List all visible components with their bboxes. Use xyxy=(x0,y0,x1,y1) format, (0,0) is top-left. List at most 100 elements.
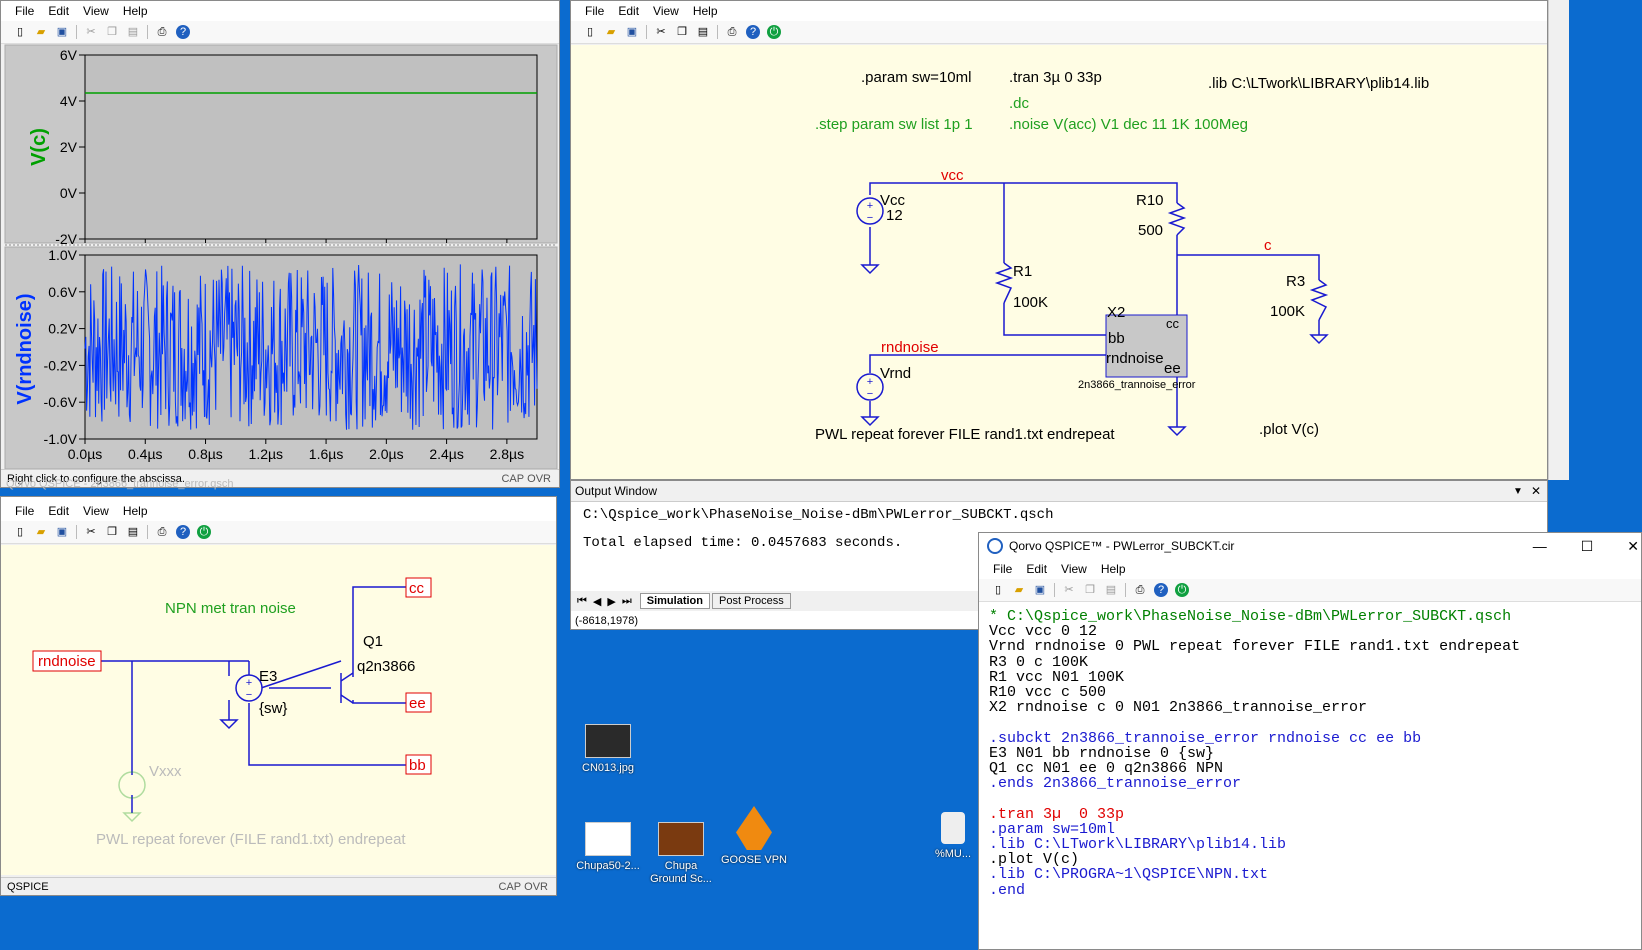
open-icon[interactable]: ▰ xyxy=(36,526,46,538)
print-icon[interactable]: ⎙ xyxy=(727,26,737,38)
q1-transistor-symbol[interactable] xyxy=(340,672,354,704)
vrnd-source-symbol[interactable]: + − xyxy=(856,373,884,401)
minimize-icon[interactable]: — xyxy=(1532,538,1547,554)
vcc-source-symbol[interactable]: + − xyxy=(856,197,884,225)
maximize-icon[interactable]: ☐ xyxy=(1580,537,1594,554)
open-icon[interactable]: ▰ xyxy=(36,26,46,38)
save-icon[interactable]: ▣ xyxy=(626,26,638,38)
print-icon[interactable]: ⎙ xyxy=(157,526,167,538)
run-icon[interactable]: ⏻ xyxy=(767,25,781,39)
r1-name: R1 xyxy=(1013,263,1032,280)
param-directive[interactable]: .param sw=10ml xyxy=(861,69,971,86)
step-directive[interactable]: .step param sw list 1p 1 xyxy=(815,116,973,133)
desktop-icon-cn013[interactable]: CN013.jpg xyxy=(572,724,644,775)
desktop-icon-chupa50[interactable]: Chupa50-2... xyxy=(572,822,644,873)
r1-value: 100K xyxy=(1013,294,1048,311)
bottom-ylabel[interactable]: V(rndnoise) xyxy=(14,293,36,404)
copy-icon[interactable]: ❐ xyxy=(107,526,117,538)
paste-icon[interactable]: ▤ xyxy=(127,526,139,538)
port-bb[interactable] xyxy=(405,754,432,775)
port-rndnoise[interactable] xyxy=(32,650,102,672)
help-icon[interactable]: ? xyxy=(176,25,190,39)
desktop-icon-goose-vpn[interactable]: GOOSE VPN xyxy=(718,806,790,867)
menu-view[interactable]: View xyxy=(1061,562,1087,576)
top-ylabel[interactable]: V(c) xyxy=(28,128,50,166)
menu-view[interactable]: View xyxy=(83,4,109,18)
menu-help[interactable]: Help xyxy=(1100,562,1126,576)
save-icon[interactable]: ▣ xyxy=(1034,584,1046,596)
menu-edit[interactable]: Edit xyxy=(1026,562,1048,576)
x2-subcircuit-block[interactable] xyxy=(1105,314,1188,378)
subckt-canvas[interactable]: NPN met tran noise + − xyxy=(1,545,556,875)
close-icon[interactable]: ✕ xyxy=(1530,484,1541,498)
rndnoise-net-label[interactable]: rndnoise xyxy=(881,339,939,356)
nav-next-icon[interactable]: ▶ xyxy=(607,595,616,608)
new-icon[interactable]: ▯ xyxy=(586,26,594,38)
copy-icon[interactable]: ❐ xyxy=(1085,584,1095,596)
nav-last-icon[interactable]: ⏭ xyxy=(621,594,632,607)
pwl-value[interactable]: PWL repeat forever FILE rand1.txt endrep… xyxy=(815,426,1115,443)
open-icon[interactable]: ▰ xyxy=(1014,584,1024,596)
desktop-icon-mu[interactable]: %MU... xyxy=(930,812,976,861)
save-icon[interactable]: ▣ xyxy=(56,526,68,538)
port-cc[interactable] xyxy=(405,577,432,598)
schematic-scrollbar[interactable] xyxy=(1548,0,1569,480)
copy-icon[interactable]: ❐ xyxy=(677,26,687,38)
run-icon[interactable]: ⏻ xyxy=(1175,583,1189,597)
paste-icon[interactable]: ▤ xyxy=(697,26,709,38)
desktop-icon-chupa-ground[interactable]: Chupa Ground Sc... xyxy=(645,822,717,886)
new-icon[interactable]: ▯ xyxy=(16,26,24,38)
nav-prev-icon[interactable]: ◀ xyxy=(592,595,602,608)
cut-icon[interactable]: ✂ xyxy=(656,26,666,38)
save-icon[interactable]: ▣ xyxy=(56,26,68,38)
print-icon[interactable]: ⎙ xyxy=(157,26,167,38)
vxxx-source-symbol[interactable] xyxy=(118,771,146,823)
dc-directive[interactable]: .dc xyxy=(1009,95,1030,112)
menu-help[interactable]: Help xyxy=(692,4,718,18)
e3-source-symbol[interactable]: + − xyxy=(235,674,263,702)
tab-simulation[interactable]: Simulation xyxy=(639,593,710,609)
menu-help[interactable]: Help xyxy=(122,4,148,18)
new-icon[interactable]: ▯ xyxy=(994,584,1002,596)
menu-edit[interactable]: Edit xyxy=(48,504,70,518)
vcc-net-label[interactable]: vcc xyxy=(941,167,964,184)
lib-directive[interactable]: .lib C:\LTwork\LIBRARY\plib14.lib xyxy=(1208,75,1429,92)
tran-directive[interactable]: .tran 3µ 0 33p xyxy=(1009,69,1102,86)
menu-file[interactable]: File xyxy=(15,504,35,518)
menu-file[interactable]: File xyxy=(585,4,605,18)
cut-icon[interactable]: ✂ xyxy=(1064,584,1074,596)
noise-directive[interactable]: .noise V(acc) V1 dec 11 1K 100Meg xyxy=(1009,116,1248,133)
print-icon[interactable]: ⎙ xyxy=(1135,584,1145,596)
menu-edit[interactable]: Edit xyxy=(618,4,640,18)
vcc-name: Vcc xyxy=(880,192,906,209)
paste-icon[interactable]: ▤ xyxy=(1105,584,1117,596)
image-thumbnail-icon xyxy=(658,822,704,856)
netlist-editor[interactable]: * C:\Qspice_work\PhaseNoise_Noise-dBm\PW… xyxy=(989,609,1637,898)
help-icon[interactable]: ? xyxy=(746,25,760,39)
paste-icon[interactable]: ▤ xyxy=(127,26,139,38)
menu-edit[interactable]: Edit xyxy=(48,4,70,18)
copy-icon[interactable]: ❐ xyxy=(107,26,117,38)
help-icon[interactable]: ? xyxy=(1154,583,1168,597)
port-ee[interactable] xyxy=(405,692,432,713)
close-icon[interactable]: ✕ xyxy=(1627,537,1639,554)
schematic-canvas[interactable]: .param sw=10ml .tran 3µ 0 33p .lib C:\LT… xyxy=(571,45,1548,479)
menu-view[interactable]: View xyxy=(83,504,109,518)
new-icon[interactable]: ▯ xyxy=(16,526,24,538)
tab-post-process[interactable]: Post Process xyxy=(711,593,791,609)
nav-first-icon[interactable]: ⏮ xyxy=(577,594,587,607)
open-icon[interactable]: ▰ xyxy=(606,26,616,38)
cut-icon[interactable]: ✂ xyxy=(86,526,96,538)
menu-file[interactable]: File xyxy=(15,4,35,18)
dropdown-icon[interactable]: ▼ xyxy=(1513,485,1523,497)
run-icon[interactable]: ⏻ xyxy=(197,525,211,539)
subckt-title[interactable]: NPN met tran noise xyxy=(165,600,296,617)
help-icon[interactable]: ? xyxy=(176,525,190,539)
menu-help[interactable]: Help xyxy=(122,504,148,518)
menu-file[interactable]: File xyxy=(993,562,1013,576)
plot-directive[interactable]: .plot V(c) xyxy=(1259,421,1319,438)
c-net-label[interactable]: c xyxy=(1264,237,1272,254)
menu-view[interactable]: View xyxy=(653,4,679,18)
cut-icon[interactable]: ✂ xyxy=(86,26,96,38)
